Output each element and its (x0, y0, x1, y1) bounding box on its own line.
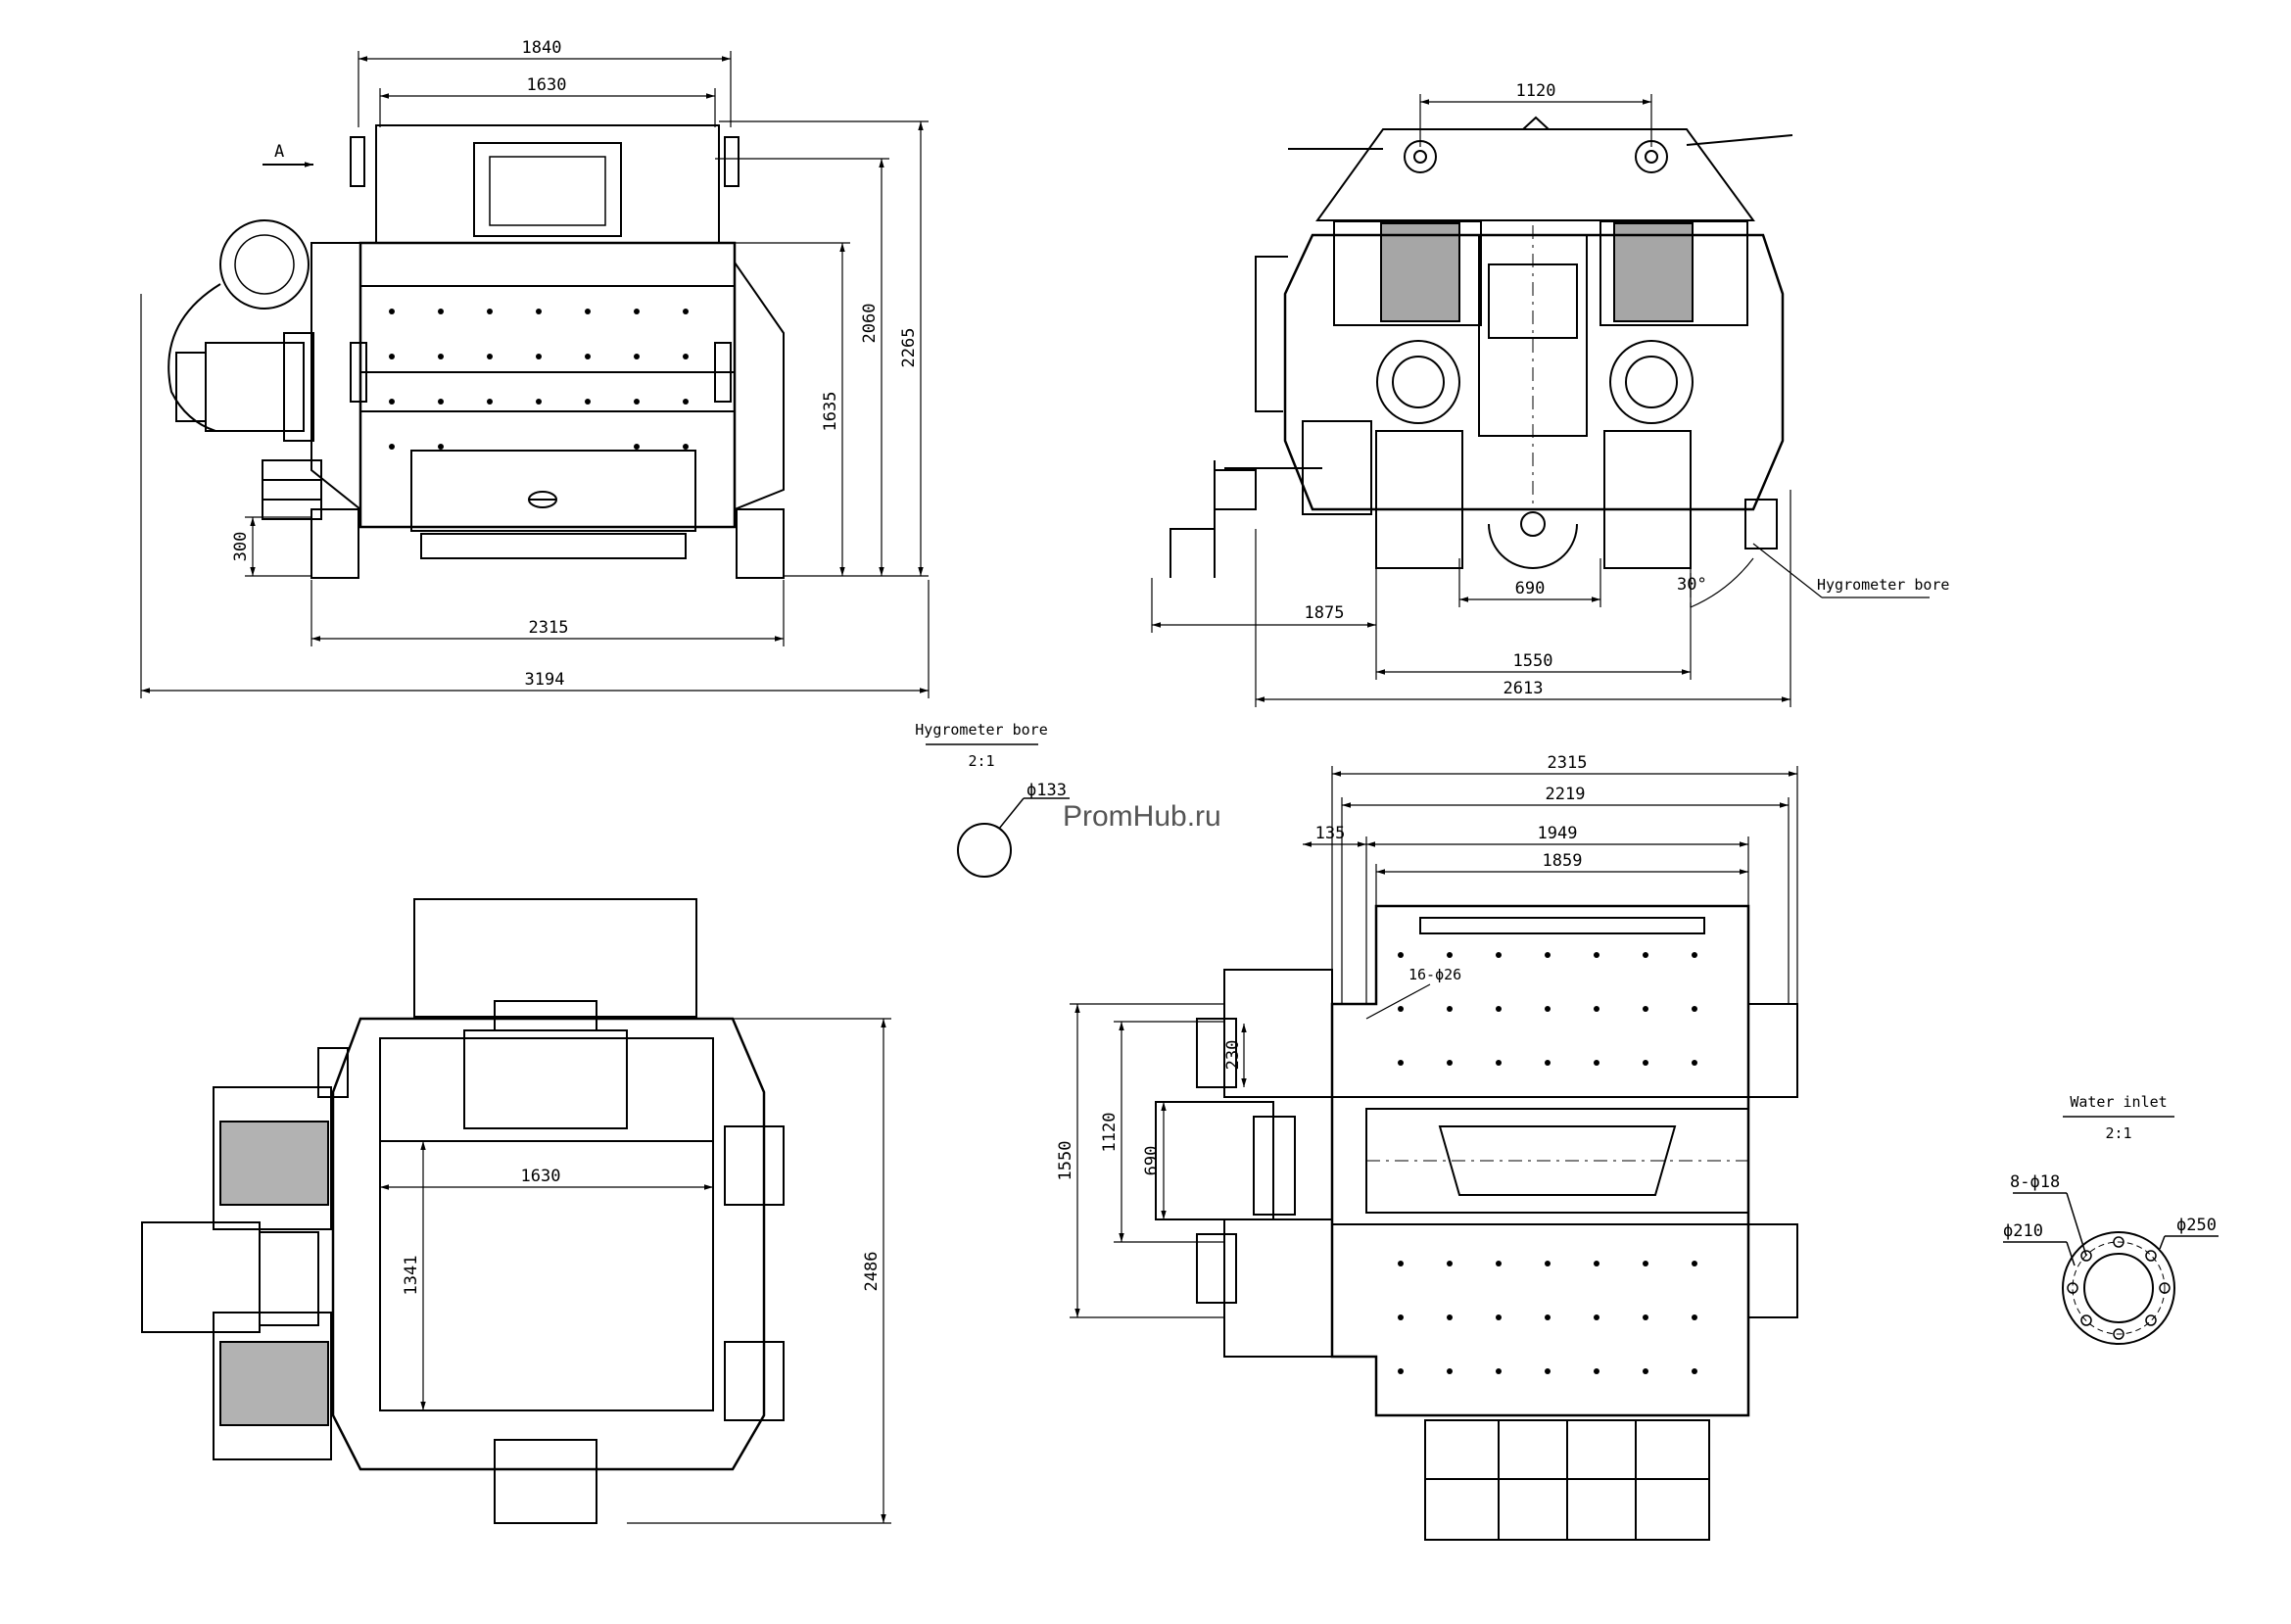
hole-note: 16-ϕ26 (1408, 966, 1461, 983)
water-inlet-holes: 8-ϕ18 (2010, 1172, 2060, 1192)
hygrometer-detail (926, 743, 1070, 878)
water-inlet-scale: 2:1 (2105, 1124, 2131, 1142)
dim-2613: 2613 (1503, 679, 1544, 698)
dim-2486: 2486 (862, 1252, 882, 1292)
dim-1630-front: 1630 (527, 75, 567, 95)
dim-690-plan: 690 (1142, 1146, 1162, 1176)
dim-1341: 1341 (402, 1256, 421, 1296)
angle-30: 30° (1677, 575, 1707, 595)
dim-2315-plan: 2315 (1548, 753, 1588, 773)
plan-view (1155, 904, 1798, 1541)
dim-1550-side: 1550 (1513, 651, 1553, 671)
dim-2265: 2265 (899, 328, 919, 368)
water-inlet-d250: ϕ250 (2176, 1216, 2217, 1235)
hygrometer-title: Hygrometer bore (915, 721, 1047, 739)
section-mark-a: A (274, 142, 284, 162)
dim-1949: 1949 (1538, 824, 1578, 843)
water-inlet-d210: ϕ210 (2003, 1221, 2043, 1241)
water-inlet-detail (2003, 1116, 2219, 1345)
dim-230: 230 (1223, 1040, 1243, 1071)
dim-1635: 1635 (821, 392, 840, 432)
dim-1840: 1840 (522, 38, 562, 58)
dim-1875: 1875 (1305, 603, 1345, 623)
dim-2219: 2219 (1546, 785, 1586, 804)
dim-300: 300 (231, 532, 251, 562)
plan-view-dimensions (1070, 766, 1798, 1318)
dim-3194: 3194 (525, 670, 565, 690)
side-view-dimensions (1151, 94, 1930, 707)
dim-1550-plan: 1550 (1056, 1141, 1075, 1181)
dim-1630-top: 1630 (521, 1167, 561, 1186)
top-view (141, 898, 785, 1524)
hygrometer-callout: Hygrometer bore (1817, 576, 1949, 594)
dim-1120-side: 1120 (1516, 81, 1556, 101)
dim-2315-front: 2315 (529, 618, 569, 638)
dim-135: 135 (1315, 824, 1346, 843)
dim-1120-plan: 1120 (1100, 1113, 1120, 1153)
dim-1859: 1859 (1543, 851, 1583, 871)
hygrometer-diameter: ϕ133 (1026, 781, 1067, 800)
dim-690-side: 690 (1515, 579, 1546, 598)
hygrometer-scale: 2:1 (968, 752, 994, 770)
water-inlet-title: Water inlet (2070, 1093, 2167, 1111)
front-view (167, 124, 785, 579)
front-view-dimensions (140, 51, 930, 698)
dim-2060: 2060 (860, 304, 880, 344)
top-view-dimensions (380, 1018, 891, 1524)
watermark: PromHub.ru (1063, 800, 1221, 833)
side-view (1169, 116, 1793, 578)
